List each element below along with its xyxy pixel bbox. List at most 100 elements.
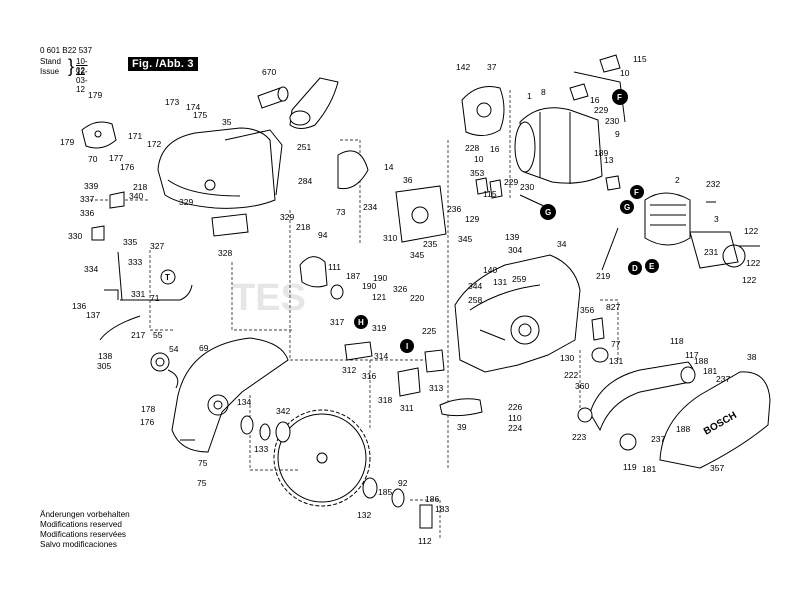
part-label: 188 (694, 356, 708, 366)
part-label: 827 (606, 302, 620, 312)
part-label: 121 (372, 292, 386, 302)
issue-value: 12-03-12 (76, 67, 88, 94)
part-label: 258 (468, 295, 482, 305)
part-label: 235 (423, 239, 437, 249)
part-label: 328 (218, 248, 232, 258)
part-label: 225 (422, 326, 436, 336)
part-label: 183 (435, 504, 449, 514)
part-label: 237 (651, 434, 665, 444)
svg-text:F: F (617, 93, 622, 102)
figure-badge: Fig. /Abb. 3 (128, 57, 198, 71)
part-label: 230 (520, 182, 534, 192)
part-label: 122 (744, 226, 758, 236)
part-label: 10 (620, 68, 630, 78)
part-label: 130 (560, 353, 574, 363)
part-label: 342 (276, 406, 290, 416)
part-label: 69 (199, 343, 209, 353)
part-label: 118 (670, 336, 684, 346)
part-label: 229 (594, 105, 608, 115)
part-label: 357 (710, 463, 724, 473)
part-number: 0 601 B22 537 (40, 46, 93, 55)
part-label: 331 (131, 289, 145, 299)
part-label: 77 (611, 339, 621, 349)
part-label: 223 (572, 432, 586, 442)
part-label: 360 (575, 381, 589, 391)
part-label: 318 (378, 395, 392, 405)
part-label: 14 (384, 162, 394, 172)
part-label: 314 (374, 351, 388, 361)
part-label: 38 (747, 352, 757, 362)
part-label: 345 (410, 250, 424, 260)
part-label: 55 (153, 330, 163, 340)
part-label: 231 (704, 247, 718, 257)
part-label: 344 (468, 281, 482, 291)
part-label: 218 (296, 222, 310, 232)
part-label: 259 (512, 274, 526, 284)
callout-T: T (160, 269, 176, 285)
part-label: 335 (123, 237, 137, 247)
part-label: 336 (80, 208, 94, 218)
part-label: 333 (128, 257, 142, 267)
part-label: 251 (297, 142, 311, 152)
part-label: 110 (508, 413, 522, 423)
header-brace: } (68, 56, 75, 76)
part-label: 37 (487, 62, 497, 72)
part-label: 356 (580, 305, 594, 315)
part-label: 1 (527, 91, 532, 101)
svg-text:G: G (624, 203, 630, 212)
footer-line-fr: Modifications reservées (40, 530, 127, 539)
upper-blade-guard (157, 127, 283, 209)
part-label: 334 (84, 264, 98, 274)
part-label: 10 (474, 154, 484, 164)
svg-text:T: T (165, 273, 170, 282)
part-label: 138 (98, 351, 112, 361)
footer-line-es: Salvo modificaciones (40, 540, 117, 549)
footer-line-de: Änderungen vorbehalten (40, 510, 130, 519)
part-label: 137 (86, 310, 100, 320)
part-label: 319 (372, 323, 386, 333)
svg-text:I: I (406, 342, 408, 351)
part-label: 111 (328, 262, 341, 272)
part-label: 190 (373, 273, 387, 283)
part-label: 304 (508, 245, 522, 255)
part-label: 70 (88, 154, 98, 164)
callout-F-coil: F (630, 185, 644, 199)
part-label: 228 (465, 143, 479, 153)
issue-label: Issue (40, 67, 60, 76)
svg-text:D: D (632, 264, 638, 273)
part-label: 36 (403, 175, 413, 185)
part-label: 8 (541, 87, 546, 97)
part-label: 75 (198, 458, 208, 468)
part-label: 310 (383, 233, 397, 243)
part-label: 178 (141, 404, 155, 414)
part-label: 112 (418, 536, 432, 546)
part-label: 337 (80, 194, 94, 204)
part-label: 327 (150, 241, 164, 251)
callout-F-top: F (612, 89, 628, 105)
part-label: 329 (179, 197, 193, 207)
part-label: 313 (429, 383, 443, 393)
part-label: 181 (703, 366, 717, 376)
part-label: 232 (706, 179, 720, 189)
svg-text:G: G (545, 208, 551, 217)
part-label: 39 (457, 422, 467, 432)
part-label: 220 (410, 293, 424, 303)
part-label: 222 (564, 370, 578, 380)
dust-chute (257, 77, 339, 129)
part-label: 176 (120, 162, 134, 172)
part-label: 140 (483, 265, 497, 275)
svg-text:H: H (358, 318, 364, 327)
part-label: 345 (458, 234, 472, 244)
part-label: 339 (84, 181, 98, 191)
part-label: 188 (676, 424, 690, 434)
part-label: 186 (425, 494, 439, 504)
callout-G-coil: G (620, 200, 634, 214)
part-label: 224 (508, 423, 522, 433)
part-label: 312 (342, 365, 356, 375)
saw-blade (273, 409, 371, 507)
part-label: 305 (97, 361, 111, 371)
part-label: 73 (336, 207, 346, 217)
part-label: 16 (490, 144, 500, 154)
part-label: 326 (393, 284, 407, 294)
